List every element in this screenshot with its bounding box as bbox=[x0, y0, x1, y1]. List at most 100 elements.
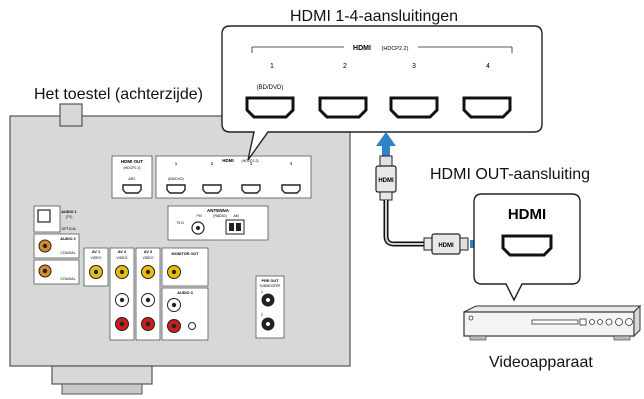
hdmi-out-bubble-port bbox=[501, 234, 553, 257]
hdmi-out-callout: HDMI bbox=[473, 193, 581, 302]
player-display bbox=[579, 318, 587, 326]
panel-hdmi-port-3 bbox=[241, 184, 261, 194]
player-button-4 bbox=[615, 318, 623, 326]
panel-foot-base bbox=[61, 383, 143, 395]
panel-av3-video-label: VIDEO bbox=[143, 256, 154, 260]
panel-coaxial-label-1: COAXIAL bbox=[60, 251, 75, 255]
panel-sub1-jack-core bbox=[266, 298, 270, 302]
panel-av2-label: AV 2 bbox=[118, 250, 126, 254]
panel-hdmi-port-1 bbox=[166, 184, 186, 194]
panel-monitor-out-label: MONITOR OUT bbox=[172, 252, 200, 256]
panel-pre-out-label: PRE OUT bbox=[262, 279, 280, 283]
callout-port-num-2: 2 bbox=[343, 63, 347, 70]
panel-antenna-box bbox=[167, 205, 269, 241]
player-button-1 bbox=[589, 319, 595, 325]
panel-foot bbox=[51, 365, 153, 385]
panel-audio3-l-core bbox=[171, 302, 177, 308]
callout-header: HDMI bbox=[353, 45, 371, 52]
panel-hdmi-out-label: HDMI OUT bbox=[121, 159, 143, 164]
panel-fm-label: FM bbox=[196, 214, 201, 218]
panel-coaxial-jack-1-core bbox=[42, 243, 48, 249]
player-side bbox=[633, 304, 641, 338]
player-disc-tray bbox=[531, 319, 579, 325]
panel-am-label: AM bbox=[233, 214, 238, 218]
cable-plug-top-label: HDMI bbox=[378, 178, 394, 184]
panel-antenna-label: ANTENNA bbox=[207, 208, 230, 213]
player-foot-left bbox=[469, 335, 487, 341]
panel-audio3-box bbox=[161, 287, 209, 341]
panel-audio3-label: AUDIO 3 bbox=[177, 291, 192, 295]
panel-av3-audio-r-core bbox=[145, 321, 151, 327]
callout-hdmi-port-4 bbox=[462, 96, 512, 119]
panel-optical-jack bbox=[37, 209, 51, 223]
cable-plug-top-tip bbox=[379, 155, 393, 167]
cable-wire-highlight bbox=[385, 200, 424, 245]
panel-ground-screw bbox=[188, 322, 196, 330]
video-device-title: Videoapparaat bbox=[489, 354, 593, 371]
panel-hdmi-port-num-3: 3 bbox=[250, 161, 253, 166]
panel-hdmi-out-sub: (HDCP2.2) bbox=[123, 166, 140, 170]
cable-plug-top-neck bbox=[379, 191, 393, 201]
hdmi-out-bubble-label: HDMI bbox=[508, 206, 546, 223]
panel-hdmi-port-num-4: 4 bbox=[290, 161, 293, 166]
callout-bubble bbox=[221, 25, 543, 161]
panel-av3-video-jack-core bbox=[145, 269, 151, 275]
panel-radio-label: (RADIO) bbox=[213, 214, 226, 218]
panel-hdmi-in-header: HDMI bbox=[222, 158, 234, 163]
callout-bd-dvd-label: (BD/DVD) bbox=[257, 85, 284, 91]
panel-hdmi-port-num-2: 2 bbox=[211, 161, 214, 166]
device-title: Het toestel (achterzijde) bbox=[34, 86, 203, 103]
hdmi-out-title: HDMI OUT-aansluiting bbox=[430, 166, 591, 183]
cable-plug-side-neck bbox=[423, 237, 433, 251]
cable-plug-side-tip bbox=[459, 237, 469, 251]
panel-av3-audio-l-core bbox=[145, 297, 151, 303]
cable-wire bbox=[383, 200, 424, 247]
player-button-3 bbox=[605, 318, 613, 326]
panel-top-tab bbox=[59, 103, 83, 127]
panel-hdmi-port-2 bbox=[202, 184, 222, 194]
player-button-5 bbox=[625, 318, 633, 326]
panel-sub1-label: 1 bbox=[261, 290, 263, 294]
panel-sub2-label: 2 bbox=[261, 313, 263, 317]
panel-av2-video-label: VIDEO bbox=[117, 256, 128, 260]
panel-hdmi-out-port bbox=[122, 184, 142, 194]
panel-av1-label: AV 1 bbox=[92, 250, 100, 254]
player-button-2 bbox=[597, 319, 603, 325]
panel-audio2-label: AUDIO 2 bbox=[60, 237, 75, 241]
cable-plug-side-label: HDMI bbox=[438, 243, 454, 249]
panel-fm-jack-core bbox=[196, 226, 200, 230]
panel-bd-dvd-label: (BD/DVD) bbox=[168, 177, 184, 181]
callout-port-num-1: 1 bbox=[270, 63, 274, 70]
panel-av1-video-label: VIDEO bbox=[91, 256, 102, 260]
panel-av1-video-jack-core bbox=[93, 269, 99, 275]
panel-coaxial-jack-2-core bbox=[42, 268, 48, 274]
hdmi-callout: HDMI (HDCP2.2) 1 2 3 4 (BD/DVD) bbox=[221, 25, 543, 161]
callout-hdmi-port-3 bbox=[389, 96, 439, 119]
panel-sub2-jack-core bbox=[266, 322, 270, 326]
panel-am-terminal-a bbox=[229, 223, 234, 231]
panel-subwoofer-label: SUBWOOFER bbox=[260, 284, 282, 288]
panel-av2-audio-r-core bbox=[119, 321, 125, 327]
panel-hdmi-in-header-sub: (HDCP2.2) bbox=[241, 159, 258, 163]
panel-hdmi-port-num-1: 1 bbox=[175, 161, 178, 166]
panel-am-terminal-b bbox=[236, 223, 241, 231]
receiver-back-panel: HDMI OUT (HDCP2.2) ARC HDMI (HDCP2.2) 1 … bbox=[9, 103, 351, 395]
panel-monitor-out-jack-core bbox=[171, 269, 177, 275]
panel-av3-label: AV 3 bbox=[144, 250, 152, 254]
hdmi-inputs-title: HDMI 1-4-aansluitingen bbox=[290, 8, 459, 25]
player-top bbox=[463, 305, 642, 313]
panel-tv-sub: (TV) bbox=[66, 215, 73, 219]
panel-am-terminal bbox=[225, 219, 245, 235]
callout-port-num-3: 3 bbox=[412, 63, 416, 70]
panel-hdmi-port-4 bbox=[281, 184, 301, 194]
panel-audio3-r-core bbox=[171, 323, 177, 329]
panel-av2-audio-l-core bbox=[119, 297, 125, 303]
callout-header-sub: (HDCP2.2) bbox=[382, 46, 409, 52]
panel-coaxial-label-2: COAXIAL bbox=[60, 277, 75, 281]
player-power-icon bbox=[468, 315, 474, 321]
panel-ohm-label: 75 Ω bbox=[176, 221, 184, 225]
panel-audio1-label: AUDIO 1 bbox=[61, 210, 76, 214]
callout-port-num-4: 4 bbox=[486, 63, 490, 70]
panel-arc-label: ARC bbox=[128, 177, 136, 181]
